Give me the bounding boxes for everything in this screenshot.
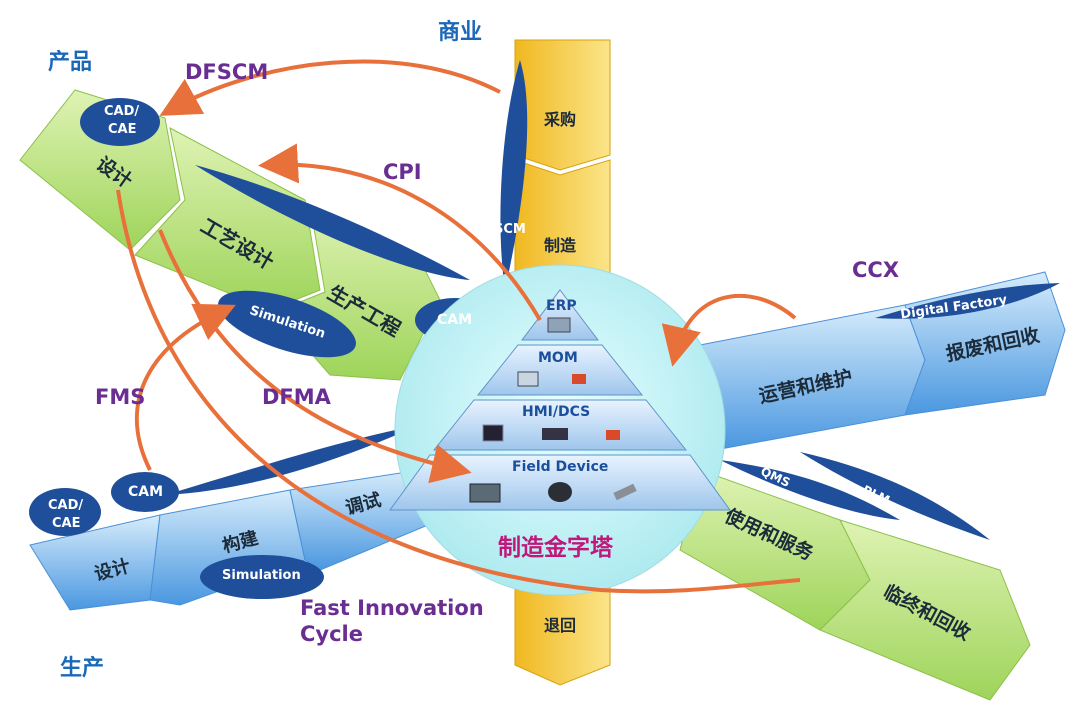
simulation-ellipse-bottom bbox=[200, 555, 324, 599]
flow-label-dfma: DFMA bbox=[262, 385, 331, 409]
product-blade bbox=[195, 165, 470, 280]
probe-icon bbox=[613, 483, 637, 501]
flow-arrows bbox=[116, 59, 801, 594]
manufacturing-label: 制造 bbox=[544, 236, 577, 255]
cad-cae-ellipse-bottom bbox=[29, 488, 101, 536]
flow-label-fast-innovation-1: Fast Innovation bbox=[300, 596, 484, 620]
qms-blade bbox=[720, 460, 900, 520]
corner-label-product: 产品 bbox=[48, 50, 93, 75]
hmi-panel-icon bbox=[482, 424, 504, 442]
flow-label-fast-innovation-2: Cycle bbox=[300, 622, 363, 646]
production-band bbox=[29, 425, 441, 611]
procurement-label: 采购 bbox=[544, 110, 577, 129]
erp-computer-icon bbox=[547, 317, 571, 333]
digital-factory-blade bbox=[875, 283, 1060, 319]
scm-label: SCM bbox=[494, 222, 526, 237]
ccx-arrow bbox=[661, 293, 797, 367]
flow-label-fms: FMS bbox=[95, 385, 146, 409]
dfma-arrow bbox=[158, 229, 472, 484]
cam-ellipse-bottom bbox=[111, 472, 179, 512]
flow-label-dfscm: DFSCM bbox=[185, 60, 269, 84]
corner-label-ccx: CCX bbox=[852, 258, 900, 282]
pyramid-field-device-label: Field Device bbox=[512, 459, 609, 475]
cpi-arrow bbox=[258, 143, 542, 322]
dfscm-arrow bbox=[159, 59, 501, 116]
fast-cycle-arrow bbox=[599, 578, 801, 594]
production-blade bbox=[165, 425, 420, 495]
product-cad-cae-line2: CAE bbox=[108, 122, 137, 137]
plc-rack-icon bbox=[469, 483, 501, 503]
manufacturing-pyramid bbox=[389, 289, 731, 511]
pyramid-title: 制造金字塔 bbox=[498, 535, 613, 561]
ccx-band bbox=[679, 271, 1066, 701]
product-cad-cae-line1: CAD/ bbox=[104, 104, 140, 119]
dcs-firewall-icon bbox=[606, 430, 620, 440]
product-cam-label: CAM bbox=[437, 312, 473, 328]
production-cad-cae-line1: CAD/ bbox=[48, 498, 84, 513]
returns-label: 退回 bbox=[544, 616, 577, 635]
plm-blade bbox=[800, 452, 990, 540]
pyramid-hmi-dcs-label: HMI/DCS bbox=[522, 404, 591, 420]
corner-label-business: 商业 bbox=[438, 20, 483, 45]
design-return-arrow bbox=[116, 189, 601, 592]
sensor-icon bbox=[548, 482, 572, 502]
scm-blade bbox=[500, 60, 528, 290]
mom-monitor-icon bbox=[517, 371, 539, 387]
fms-arrow bbox=[134, 303, 236, 471]
dcs-controller-icon bbox=[542, 428, 568, 440]
production-cam-label: CAM bbox=[128, 484, 164, 500]
pyramid-erp-label: ERP bbox=[546, 298, 577, 314]
corner-label-production: 生产 bbox=[60, 656, 105, 681]
pyramid-mom-label: MOM bbox=[538, 350, 578, 366]
cad-cae-ellipse-top bbox=[80, 98, 160, 146]
production-simulation-label: Simulation bbox=[222, 568, 301, 583]
simulation-ellipse-top bbox=[218, 290, 356, 358]
production-cad-cae-line2: CAE bbox=[52, 516, 81, 531]
flow-label-cpi: CPI bbox=[383, 160, 422, 184]
mom-firewall-icon bbox=[572, 374, 586, 384]
